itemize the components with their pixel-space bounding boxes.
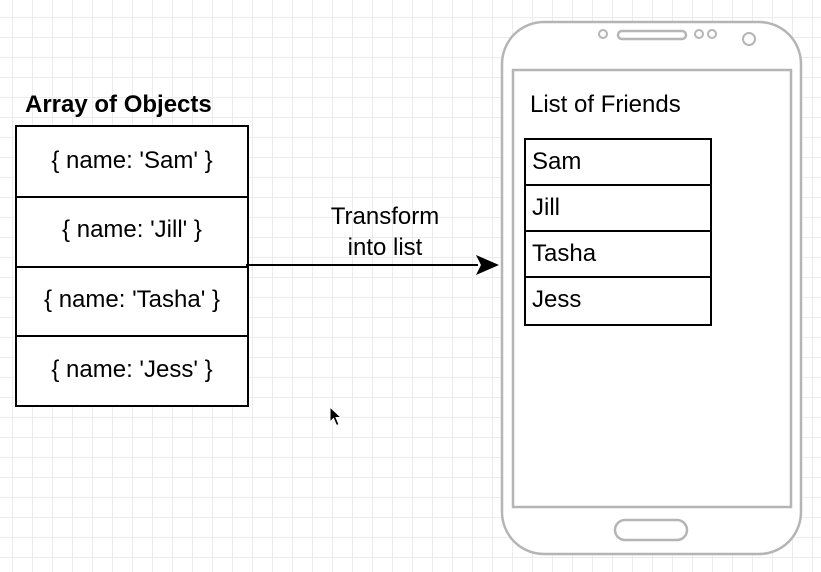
array-divider (17, 335, 247, 337)
transform-label-line2: into list (347, 234, 423, 261)
transform-label: Transform into list (300, 201, 470, 263)
mouse-pointer-icon (329, 406, 343, 427)
friend-item-jill[interactable]: Jill (532, 194, 560, 221)
phone-sensor-icon (707, 29, 717, 39)
phone-sensor-icon (598, 29, 608, 39)
friend-list: Sam Jill Tasha Jess (524, 138, 712, 326)
friend-item-jess[interactable]: Jess (532, 286, 582, 313)
list-title: List of Friends (530, 91, 681, 118)
array-item-jess: { name: 'Jess' } (51, 356, 213, 383)
friend-divider (526, 230, 710, 232)
transform-label-line1: Transform (330, 203, 440, 230)
array-item-tasha: { name: 'Tasha' } (44, 286, 220, 313)
phone-camera-icon (742, 32, 756, 46)
phone-speaker-icon (616, 29, 688, 41)
friend-item-tasha[interactable]: Tasha (532, 240, 597, 267)
array-item-sam: { name: 'Sam' } (51, 147, 213, 174)
array-box: { name: 'Sam' } { name: 'Jill' } { name:… (15, 125, 249, 407)
array-divider (17, 266, 247, 268)
friend-item-sam[interactable]: Sam (532, 148, 582, 175)
array-divider (17, 196, 247, 198)
phone-sensor-icon (694, 29, 704, 39)
friend-divider (526, 276, 710, 278)
phone-home-button (613, 518, 689, 542)
array-item-jill: { name: 'Jill' } (62, 216, 202, 243)
friend-divider (526, 184, 710, 186)
array-title: Array of Objects (25, 91, 212, 118)
